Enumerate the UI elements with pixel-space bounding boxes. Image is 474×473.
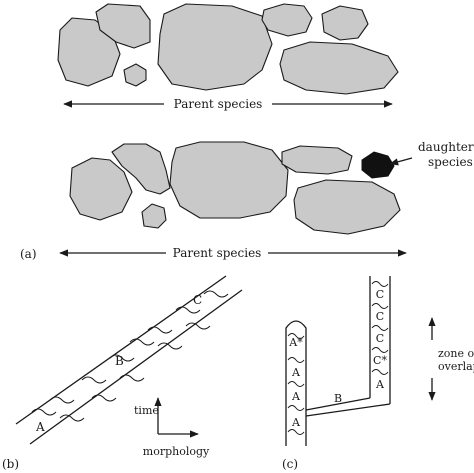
panel-b-label: (b) [2, 457, 19, 471]
overlap-zone-indicator: zone of overlap [428, 317, 474, 401]
daughter-species-callout: daughter species [389, 140, 474, 169]
population-patch [141, 203, 167, 229]
population-patch [279, 41, 399, 95]
left-branch [285, 320, 307, 446]
population-patch [157, 3, 273, 91]
bridge-lower [305, 403, 391, 417]
panel-c-label: (c) [282, 457, 298, 471]
left-branch-label-a: A [291, 416, 301, 429]
time-axis-label: time [134, 404, 159, 417]
panel-a-top-populations [57, 3, 399, 95]
population-patch [95, 3, 151, 49]
stage-label-a: A [35, 420, 45, 434]
panel-b-axes: time morphology [134, 397, 210, 458]
daughter-species-patch [361, 151, 395, 179]
bridge-label-b: B [334, 392, 342, 405]
panel-c-lineages: A* A A A B C C C C* A [285, 276, 391, 446]
overlap-label-line2: overlap [438, 360, 474, 373]
morphology-wiggles [31, 290, 229, 422]
daughter-label-line1: daughter [418, 140, 474, 154]
panel-a-bottom-range-arrow: Parent species [59, 246, 407, 260]
panel-a-label: (a) [20, 247, 37, 261]
population-patch [69, 157, 133, 221]
population-patch [123, 63, 147, 87]
lineage-wiggles [287, 281, 389, 435]
left-branch-label-a-star: A* [288, 336, 303, 349]
right-branch-label-c: C [376, 332, 384, 345]
left-branch-label-a: A [291, 366, 301, 379]
overlap-label-line1: zone of [438, 347, 474, 360]
panel-b-lineage: A B C [15, 275, 243, 445]
lineage-edge-lower [29, 289, 243, 445]
panel-a-bottom-populations [69, 141, 401, 235]
right-branch-label-a: A [375, 378, 385, 391]
stage-label-c: C [193, 293, 202, 307]
left-branch-label-a: A [291, 390, 301, 403]
population-patch [321, 5, 369, 41]
panel-a-top-range-arrow: Parent species [63, 97, 393, 111]
population-patch [261, 3, 313, 37]
stage-label-b: B [115, 354, 124, 368]
right-branch-label-c-star: C* [373, 354, 387, 367]
right-branch-label-c: C [376, 288, 384, 301]
population-patch [281, 145, 353, 175]
population-patch [169, 141, 289, 219]
morphology-axis-label: morphology [143, 445, 210, 458]
population-patch [293, 179, 401, 235]
top-axis-label: Parent species [174, 97, 263, 111]
population-patch [57, 17, 121, 87]
bottom-axis-label: Parent species [173, 246, 262, 260]
daughter-label-line2: species [428, 155, 473, 169]
daughter-arrow [389, 157, 413, 166]
bridge-upper [305, 397, 371, 411]
right-branch-label-c: C [376, 310, 384, 323]
population-patch [111, 143, 171, 195]
